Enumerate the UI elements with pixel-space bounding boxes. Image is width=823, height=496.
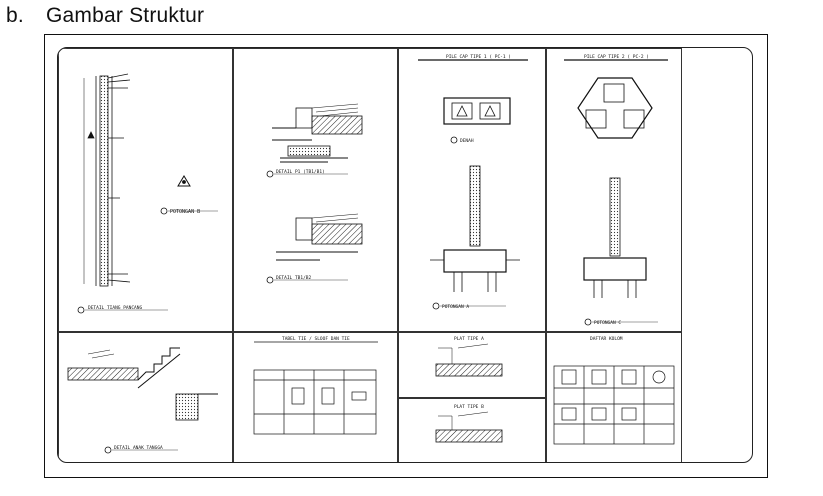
plat-drawings [435, 343, 503, 443]
column-table-drawing [553, 365, 675, 445]
drawing-sheet: DETAIL TIANG PANCANG POTONGAN B DETAIL P… [44, 34, 768, 478]
panel-plat-b [398, 398, 546, 462]
stair-drawing [67, 347, 218, 454]
panel-plat-a [398, 332, 546, 398]
caption-section-c: POTONGAN C [594, 320, 621, 326]
heading-title: Gambar Struktur [46, 4, 205, 27]
drawing-frame: DETAIL TIANG PANCANG POTONGAN B DETAIL P… [57, 47, 753, 463]
caption-detail-p1: DETAIL P1 (TB1/B1) [276, 169, 325, 175]
caption-beam-table: TABEL TIE / SLOOF DAN TIE [282, 336, 350, 342]
panel-tie-beam-details [233, 48, 398, 332]
panel-pile-cap-2 [546, 48, 682, 332]
pile-drawing [77, 73, 218, 314]
beam-table-drawing [253, 341, 378, 435]
caption-pile: DETAIL TIANG PANCANG [88, 305, 142, 311]
caption-detail-tb1: DETAIL TB1/B2 [276, 275, 312, 281]
panel-pile-detail [58, 48, 233, 332]
structural-drawings: DETAIL TIANG PANCANG POTONGAN B DETAIL P… [67, 54, 675, 454]
pile-cap-1-drawings [418, 59, 528, 310]
caption-denah: DENAH [460, 138, 474, 144]
pile-cap-2-drawings [564, 59, 668, 326]
panel-beam-table [233, 332, 398, 462]
caption-plat-a: PLAT TIPE A [454, 336, 484, 342]
section-heading: b. Gambar Struktur [6, 4, 204, 28]
caption-stair: DETAIL ANAK TANGGA [114, 445, 163, 451]
caption-pile-cap-1: PILE CAP TIPE 1 ( PC-1 ) [446, 54, 511, 60]
panel-stair-detail [58, 332, 233, 462]
caption-pile-cap-2: PILE CAP TIPE 2 ( PC-2 ) [584, 54, 649, 60]
tie-beam-drawings [266, 103, 363, 284]
caption-column-table: DAFTAR KOLOM [590, 336, 623, 342]
caption-section-a: POTONGAN A [442, 304, 469, 310]
caption-plat-b: PLAT TIPE B [454, 404, 484, 410]
panel-pile-cap-1 [398, 48, 546, 332]
caption-section-b: POTONGAN B [170, 209, 200, 215]
panel-column-table [546, 332, 682, 462]
list-marker: b. [6, 4, 24, 27]
